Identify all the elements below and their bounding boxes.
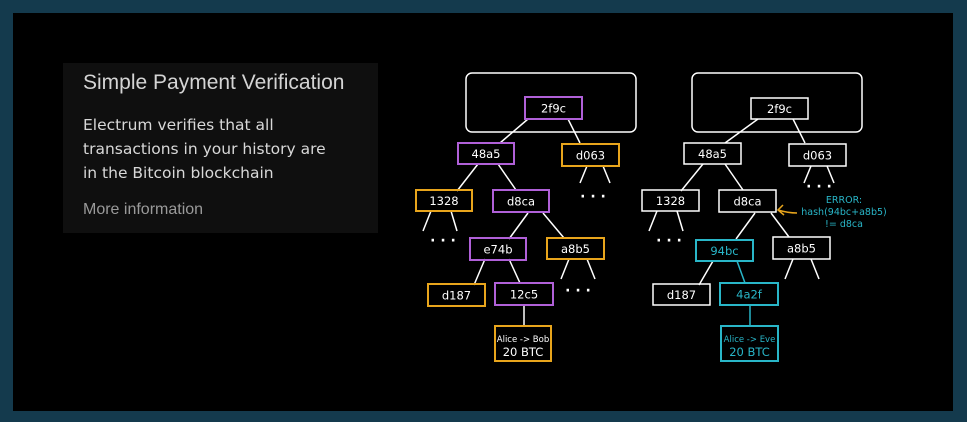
left-node-e74b-label: e74b bbox=[483, 243, 512, 257]
left-node-d187: d187 bbox=[427, 283, 486, 307]
left-node-1328: 1328 bbox=[415, 189, 473, 212]
left-edge bbox=[602, 165, 611, 184]
right-node-94bc: 94bc bbox=[695, 239, 754, 262]
right-edge bbox=[724, 118, 759, 144]
right-node-a8b5-label: a8b5 bbox=[787, 242, 816, 256]
right-node-d8ca-label: d8ca bbox=[734, 195, 762, 209]
left-node-2f9c: 2f9c bbox=[524, 96, 583, 120]
left-node-d187-label: d187 bbox=[442, 289, 471, 303]
left-edge bbox=[456, 163, 479, 192]
right-ellipsis-d063: · · · bbox=[806, 179, 832, 195]
right-node-d063: d063 bbox=[788, 143, 847, 167]
more-information-link[interactable]: More information bbox=[83, 201, 204, 218]
left-transaction-parties: Alice -> Bob bbox=[497, 335, 549, 345]
left-ellipsis-d063: · · · bbox=[580, 189, 606, 205]
left-node-48a5: 48a5 bbox=[457, 142, 515, 165]
right-edge-cyan bbox=[736, 260, 746, 284]
right-edge bbox=[792, 118, 806, 144]
right-edge bbox=[724, 163, 744, 191]
right-node-4a2f: 4a2f bbox=[719, 282, 779, 306]
left-node-d063-label: d063 bbox=[576, 149, 605, 163]
left-node-2f9c-label: 2f9c bbox=[541, 102, 566, 116]
left-edge bbox=[567, 118, 581, 144]
left-edge bbox=[586, 258, 596, 280]
right-node-1328-label: 1328 bbox=[656, 194, 685, 208]
left-block-header bbox=[465, 72, 637, 133]
right-node-d187: d187 bbox=[652, 283, 711, 306]
left-node-1328-label: 1328 bbox=[429, 194, 458, 208]
error-hash-expression: hash(94bc+a8b5) bbox=[801, 207, 886, 218]
left-node-d063: d063 bbox=[561, 143, 620, 167]
left-node-a8b5: a8b5 bbox=[546, 237, 605, 260]
right-block-header bbox=[691, 72, 863, 133]
right-edge bbox=[810, 258, 820, 280]
slide-stage: Simple Payment Verification Electrum ver… bbox=[13, 13, 953, 411]
right-edge bbox=[784, 258, 794, 280]
right-edge bbox=[770, 212, 790, 238]
left-edge bbox=[560, 258, 570, 280]
right-node-2f9c-label: 2f9c bbox=[767, 102, 792, 116]
right-node-94bc-label: 94bc bbox=[710, 244, 738, 258]
right-node-d187-label: d187 bbox=[667, 288, 696, 302]
right-edge bbox=[676, 210, 684, 232]
left-node-e74b: e74b bbox=[469, 237, 527, 261]
right-node-48a5: 48a5 bbox=[683, 142, 742, 165]
left-edge bbox=[473, 258, 486, 286]
right-node-1328: 1328 bbox=[641, 189, 700, 212]
right-ellipsis-1328: · · · bbox=[656, 233, 682, 249]
left-transaction-amount: 20 BTC bbox=[503, 345, 544, 359]
left-edge bbox=[499, 118, 529, 144]
left-node-48a5-label: 48a5 bbox=[472, 147, 501, 161]
left-node-12c5-label: 12c5 bbox=[510, 288, 538, 302]
left-ellipsis-a8b5: · · · bbox=[565, 283, 591, 299]
left-node-12c5: 12c5 bbox=[494, 282, 554, 306]
right-node-a8b5: a8b5 bbox=[772, 236, 831, 260]
left-node-d8ca-label: d8ca bbox=[507, 195, 535, 209]
right-edge bbox=[698, 260, 714, 286]
right-node-d8ca: d8ca bbox=[718, 189, 777, 213]
left-node-d8ca: d8ca bbox=[492, 189, 550, 213]
right-edge bbox=[680, 163, 704, 192]
right-node-2f9c: 2f9c bbox=[750, 97, 809, 120]
right-transaction: Alice -> Eve 20 BTC bbox=[720, 325, 779, 362]
left-edge bbox=[497, 163, 517, 191]
left-edge bbox=[508, 212, 529, 240]
left-edge bbox=[508, 258, 521, 284]
error-label: ERROR: bbox=[826, 195, 862, 206]
info-title: Simple Payment Verification bbox=[83, 71, 345, 94]
info-panel: Simple Payment Verification Electrum ver… bbox=[63, 63, 378, 233]
right-node-d063-label: d063 bbox=[803, 149, 832, 163]
left-node-a8b5-label: a8b5 bbox=[561, 242, 590, 256]
right-node-4a2f-label: 4a2f bbox=[736, 288, 763, 302]
error-mismatch: != d8ca bbox=[825, 219, 863, 230]
right-edge bbox=[826, 165, 835, 184]
right-edge bbox=[803, 165, 812, 184]
merkle-diagram: 2f9c 48a5 d063 · · · 1328 · · · d8ca e74… bbox=[415, 72, 887, 362]
info-body: Electrum verifies that all transactions … bbox=[83, 116, 326, 182]
left-transaction: Alice -> Bob 20 BTC bbox=[494, 325, 552, 362]
left-edge bbox=[422, 210, 432, 232]
right-edge bbox=[648, 210, 658, 232]
left-edge bbox=[542, 212, 565, 239]
right-node-48a5-label: 48a5 bbox=[698, 147, 727, 161]
left-ellipsis-1328: · · · bbox=[430, 233, 456, 249]
right-edge bbox=[735, 212, 756, 240]
left-edge bbox=[450, 210, 458, 232]
error-arrowhead-icon bbox=[776, 204, 785, 216]
right-transaction-amount: 20 BTC bbox=[729, 345, 770, 359]
left-edge bbox=[579, 165, 588, 184]
right-transaction-parties: Alice -> Eve bbox=[724, 335, 776, 345]
